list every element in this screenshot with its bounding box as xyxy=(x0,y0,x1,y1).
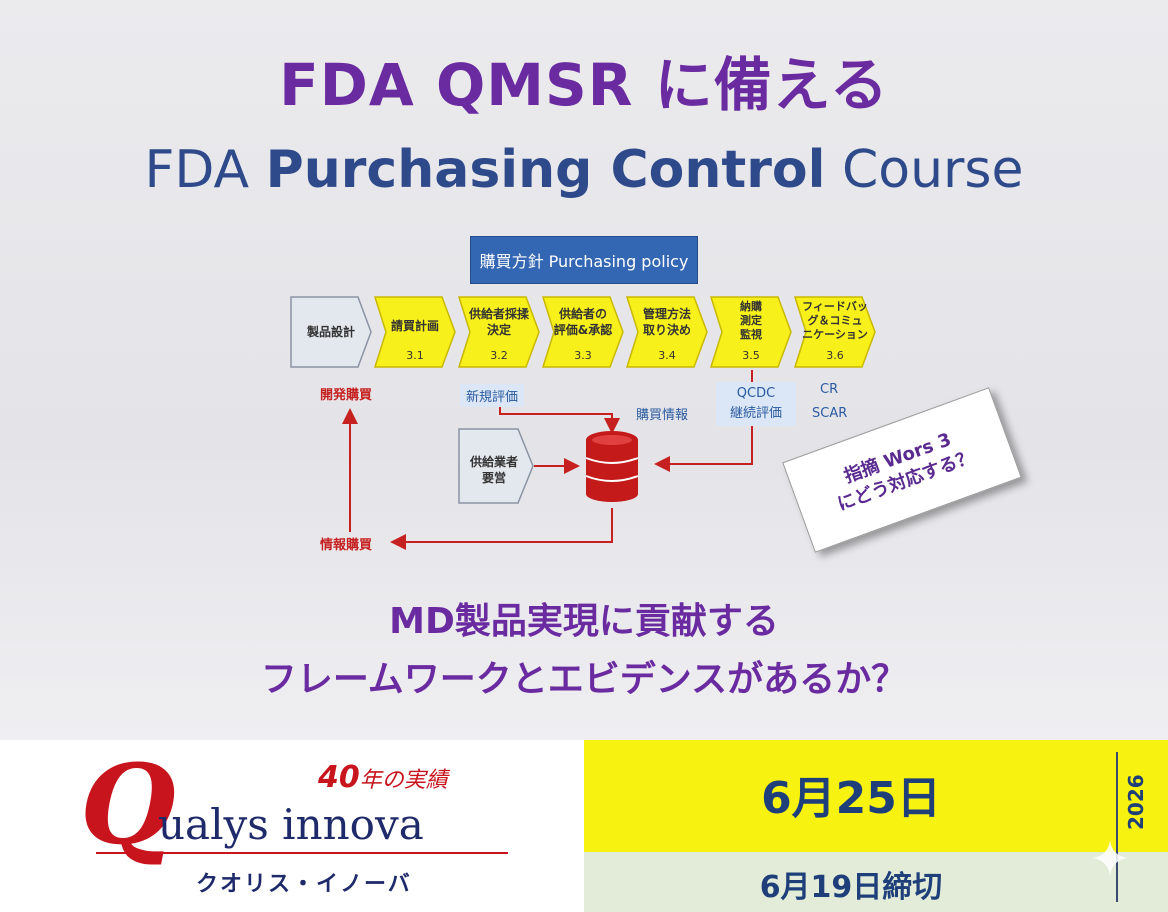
supplier-box: 供給業者要営 xyxy=(458,428,534,504)
process-step-3: 供給者採揉決定 3.2 xyxy=(458,296,540,368)
process-step-number: 3.6 xyxy=(826,349,844,362)
qcdc-label: QCDC 継続評価 xyxy=(716,382,796,426)
process-step-6: 納購測定監視 3.5 xyxy=(710,296,792,368)
continuous-eval-text: 継続評価 xyxy=(729,406,782,421)
process-step-7: フィードバッグ＆コミュニケーション 3.6 xyxy=(794,296,876,368)
database-icon xyxy=(584,430,640,506)
record-text: 40年の実績 xyxy=(318,760,448,795)
process-step-4: 供給者の評価&承認 3.3 xyxy=(542,296,624,368)
course-subtitle: FDA Purchasing Control Course xyxy=(0,140,1168,200)
qcdc-text: QCDC xyxy=(736,386,776,401)
process-step-number: 3.2 xyxy=(490,349,508,362)
logo-underline xyxy=(96,852,508,854)
purchasing-policy-box: 購買方針 Purchasing policy xyxy=(470,236,698,284)
logo-text: ualys innova xyxy=(158,800,424,849)
subtitle-post: Course xyxy=(825,140,1024,200)
event-date: 6月25日 xyxy=(761,773,941,824)
record-number: 40 xyxy=(318,760,360,795)
process-step-number: 3.1 xyxy=(406,349,424,362)
date-panel xyxy=(584,740,1168,852)
process-step-label: 請買計画 xyxy=(390,319,439,333)
subtitle-pre: FDA xyxy=(144,140,266,200)
question-line2: フレームワークとエビデンスがあるか？ xyxy=(260,659,908,700)
divider-line xyxy=(1116,752,1118,902)
top-section xyxy=(0,0,1168,740)
logo-q: Q xyxy=(80,740,176,869)
dev-purchase-label: 開発購買 xyxy=(320,388,373,403)
process-step-label: 管理方法取り決め xyxy=(642,307,691,337)
event-deadline: 6月19日締切 xyxy=(759,870,943,905)
scar-label: SCAR xyxy=(812,406,848,421)
logo-panel xyxy=(0,740,584,912)
process-step-label: 供給者採揉決定 xyxy=(468,307,529,337)
subtitle-bold: Purchasing Control xyxy=(265,140,826,200)
process-step-label: 製品設計 xyxy=(306,325,355,339)
process-step-number: 3.5 xyxy=(742,349,760,362)
record-label: 年の実績 xyxy=(359,768,448,793)
page-title: FDA QMSR に備える xyxy=(279,51,889,119)
deadline-panel xyxy=(584,852,1168,912)
new-eval-label: 新規評価 xyxy=(460,384,525,407)
sparkle-icon xyxy=(1092,840,1128,876)
process-step-2: 請買計画 3.1 xyxy=(374,296,456,368)
cr-label: CR xyxy=(820,382,839,397)
process-step-number: 3.3 xyxy=(574,349,592,362)
process-step-number: 3.4 xyxy=(658,349,676,362)
logo-kana: クオリス・イノーバ xyxy=(196,872,412,897)
process-step-label: 納購測定監視 xyxy=(740,300,762,341)
supplier-label: 供給業者要営 xyxy=(469,455,518,485)
question-line1: MD製品実現に貢献する xyxy=(389,601,779,642)
event-year: 2026 xyxy=(1124,774,1148,830)
purchase-info-label: 購買情報 xyxy=(636,408,689,423)
process-step-label: フィードバッグ＆コミュニケーション xyxy=(802,300,868,341)
info-purchase-label: 情報購買 xyxy=(320,538,373,553)
process-step-5: 管理方法取り決め 3.4 xyxy=(626,296,708,368)
process-step-label: 供給者の評価&承認 xyxy=(553,307,613,337)
process-step-1: 製品設計 xyxy=(290,296,372,368)
